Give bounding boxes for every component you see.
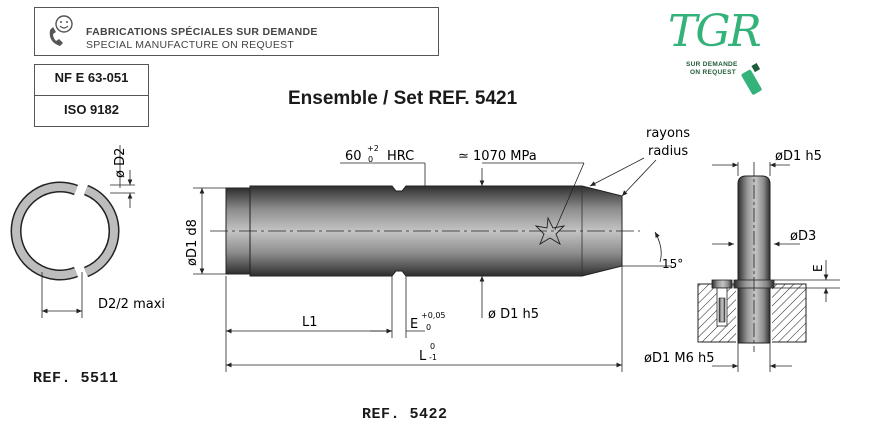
standards-divider — [34, 95, 149, 96]
split-ring — [10, 181, 120, 281]
l-lower: -1 — [429, 353, 437, 362]
e-upper: +0,05 — [421, 311, 446, 320]
strength-label: ≃ 1070 MPa — [458, 149, 537, 164]
hrc-lower: 0 — [368, 155, 373, 164]
standard-iso: ISO 9182 — [64, 102, 119, 117]
pin-d1-h5-label: ø D1 h5 — [488, 307, 539, 322]
d1-d8-label: øD1 d8 — [185, 219, 200, 266]
assembly-e-label: E — [811, 264, 825, 272]
hrc-value: 60 — [345, 149, 362, 164]
header-line-fr: FABRICATIONS SPÉCIALES SUR DEMANDE — [86, 26, 318, 38]
rayons-label: rayons — [646, 126, 690, 141]
phone-smiley-icon — [49, 15, 73, 46]
ring-d2-half-label: D2/2 maxi — [98, 297, 165, 312]
angle-label: 15° — [662, 257, 683, 271]
page-title: Ensemble / Set REF. 5421 — [288, 88, 518, 109]
tgr-logo: TGR SUR DEMANDE ON REQUEST — [662, 6, 782, 96]
hrc-upper: +2 — [367, 144, 379, 153]
assembly-view — [697, 175, 807, 344]
l-upper: 0 — [430, 342, 435, 351]
pin-ref: REF. 5422 — [362, 406, 448, 423]
l-label: L — [419, 349, 427, 364]
logo-sub-en: ON REQUEST — [690, 69, 736, 76]
assembly-d1-h5-label: øD1 h5 — [775, 149, 822, 164]
e-label: E — [410, 317, 418, 332]
radius-label: radius — [648, 144, 688, 159]
logo-sub-fr: SUR DEMANDE — [686, 61, 738, 68]
standard-nf: NF E 63-051 — [54, 70, 129, 85]
assembly-d3-label: øD3 — [790, 229, 816, 244]
header-box — [34, 7, 439, 56]
logo-text: TGR — [668, 6, 762, 57]
spray-can-icon — [741, 63, 762, 95]
assembly-d1-m6-label: øD1 M6 h5 — [644, 351, 715, 366]
ring-ref: REF. 5511 — [33, 370, 119, 387]
e-lower: 0 — [426, 323, 431, 332]
header-line-en: SPECIAL MANUFACTURE ON REQUEST — [86, 39, 295, 51]
ring-d2-label: ø D2 — [113, 148, 128, 178]
hardness-mark — [534, 216, 566, 246]
hrc-unit: HRC — [387, 149, 414, 164]
l1-label: L1 — [302, 315, 318, 330]
